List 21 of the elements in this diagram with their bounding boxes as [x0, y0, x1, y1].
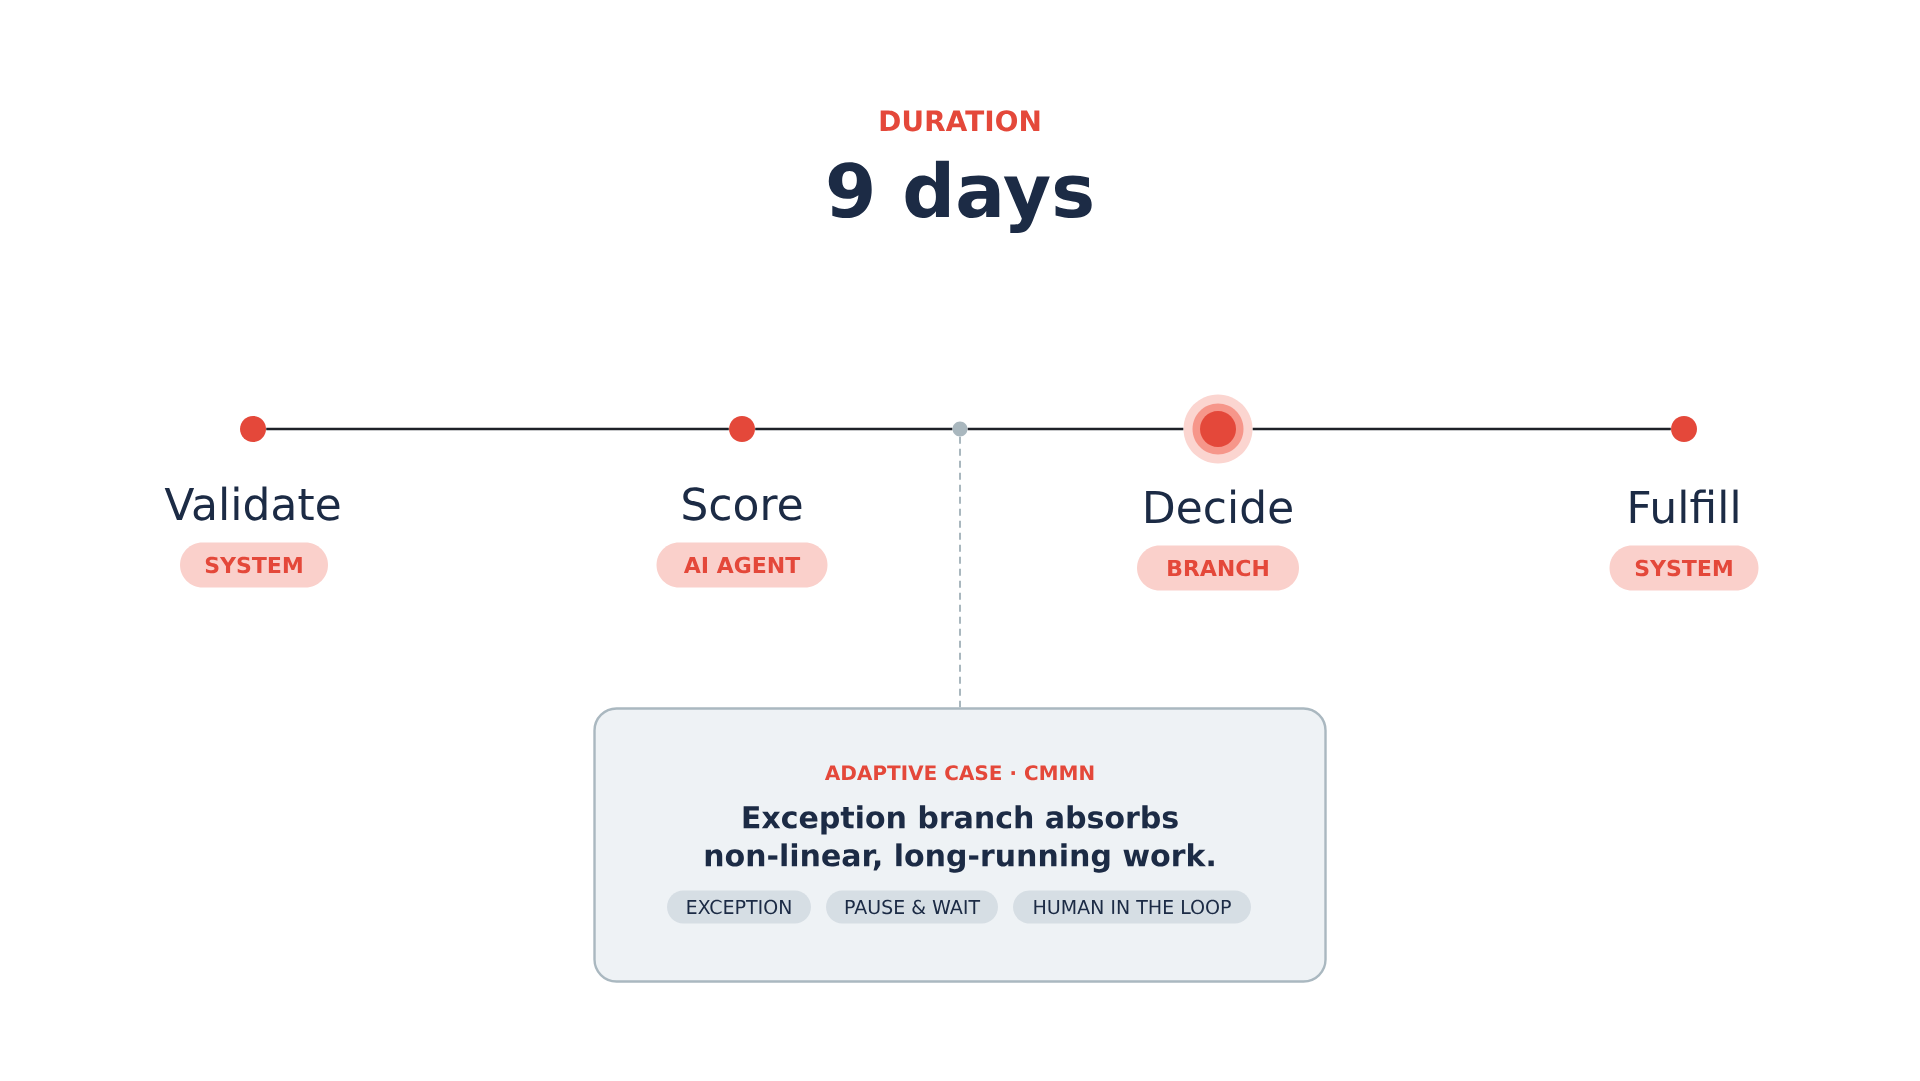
milestone-name: Fulfill [1630, 489, 1738, 524]
tag-chip: HUMAN IN THE LOOP [1013, 890, 1251, 924]
duration-label: DURATION [880, 110, 1040, 132]
junction-dot [952, 421, 968, 437]
milestone-name: Decide [1146, 489, 1292, 524]
dashed-connector [959, 435, 961, 709]
card-kicker: ADAPTIVE CASE · CMMN [824, 765, 1094, 781]
milestone-name: Validate [164, 486, 340, 521]
role-pill: AI AGENT [656, 542, 828, 588]
timeline-segment [755, 427, 953, 431]
timeline-segment [967, 427, 1184, 431]
card-heading: Exception branch absorbs non-linear, long-running work. [705, 805, 1214, 873]
role-pill: SYSTEM [180, 542, 328, 588]
timeline-segment [1252, 427, 1671, 431]
duration-value: 9 days [828, 160, 1092, 233]
milestone-name: Score [683, 487, 802, 521]
tag-chip: EXCEPTION [667, 890, 811, 924]
role-pill: BRANCH [1137, 545, 1299, 591]
tag-chip: PAUSE & WAIT [826, 890, 998, 924]
role-pill: SYSTEM [1609, 545, 1759, 591]
timeline-segment [266, 427, 729, 431]
